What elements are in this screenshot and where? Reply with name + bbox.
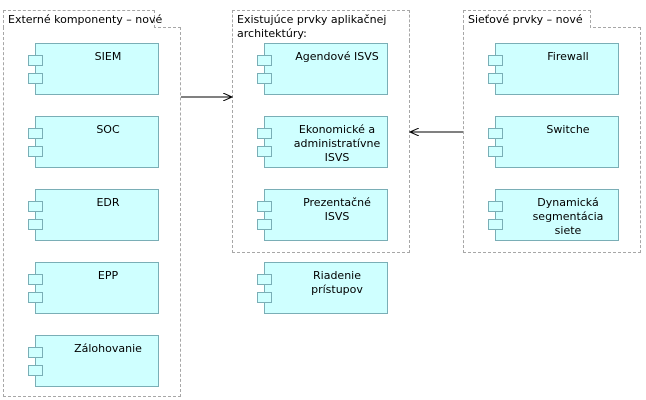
- component-port: [488, 219, 503, 230]
- component-port: [28, 73, 43, 84]
- group-network-title-text: Sieťové prvky – nové: [468, 13, 583, 26]
- group-existing-title-line2: architektúry:: [237, 27, 307, 40]
- component-port: [257, 274, 272, 285]
- component-label: SIEM: [94, 50, 122, 63]
- component-port: [28, 128, 43, 139]
- component-epp[interactable]: EPP: [28, 262, 159, 314]
- component-port: [257, 201, 272, 212]
- component-port: [488, 55, 503, 66]
- component-zalohovanie[interactable]: Zálohovanie: [28, 335, 159, 387]
- component-port: [488, 73, 503, 84]
- component-label: SOC: [96, 123, 120, 136]
- component-riadenie-pristupov[interactable]: Riadenie prístupov: [257, 262, 388, 314]
- group-existing-title-line1: Existujúce prvky aplikačnej: [237, 13, 387, 26]
- component-prezentacne-isvs[interactable]: Prezentačné ISVS: [257, 189, 388, 241]
- component-port: [28, 274, 43, 285]
- component-soc[interactable]: SOC: [28, 116, 159, 168]
- component-edr[interactable]: EDR: [28, 189, 159, 241]
- component-port: [488, 128, 503, 139]
- component-label-line2: segmentácia siete: [532, 210, 604, 237]
- component-port: [28, 219, 43, 230]
- component-port: [257, 292, 272, 303]
- component-switche[interactable]: Switche: [488, 116, 619, 168]
- component-firewall[interactable]: Firewall: [488, 43, 619, 95]
- component-port: [257, 55, 272, 66]
- component-dynamicka-segmentacia[interactable]: Dynamická segmentácia siete: [488, 189, 619, 241]
- component-port: [28, 347, 43, 358]
- group-existing-architecture-title: Existujúce prvky aplikačnej architektúry…: [232, 10, 410, 41]
- component-label: Riadenie prístupov: [311, 269, 363, 296]
- group-external-title-text: Externé komponenty – nové: [8, 13, 163, 26]
- group-external-components-title: Externé komponenty – nové: [3, 10, 162, 28]
- component-port: [28, 55, 43, 66]
- component-label-line1: Ekonomické a: [298, 123, 376, 136]
- component-label: Agendové ISVS: [295, 50, 379, 63]
- component-siem[interactable]: SIEM: [28, 43, 159, 95]
- component-label: Zálohovanie: [74, 342, 142, 355]
- component-label: EDR: [96, 196, 120, 209]
- component-agendove-isvs[interactable]: Agendové ISVS: [257, 43, 388, 95]
- component-port: [488, 146, 503, 157]
- component-label: Firewall: [547, 50, 589, 63]
- component-label: EPP: [97, 269, 119, 282]
- component-port: [257, 73, 272, 84]
- component-label: Dynamická segmentácia siete: [520, 196, 616, 238]
- component-port: [257, 146, 272, 157]
- component-port: [28, 365, 43, 376]
- component-ekonomicke-isvs[interactable]: Ekonomické a administratívne ISVS: [257, 116, 388, 168]
- component-port: [257, 219, 272, 230]
- component-port: [257, 128, 272, 139]
- component-label: Switche: [546, 123, 590, 136]
- component-label: Ekonomické a administratívne ISVS: [289, 123, 385, 165]
- component-port: [28, 146, 43, 157]
- component-port: [488, 201, 503, 212]
- group-network-elements-title: Sieťové prvky – nové: [463, 10, 591, 28]
- component-label-line2: administratívne ISVS: [293, 137, 381, 164]
- component-port: [28, 292, 43, 303]
- component-label-line1: Dynamická: [537, 196, 599, 209]
- component-label: Prezentačné ISVS: [303, 196, 371, 223]
- component-port: [28, 201, 43, 212]
